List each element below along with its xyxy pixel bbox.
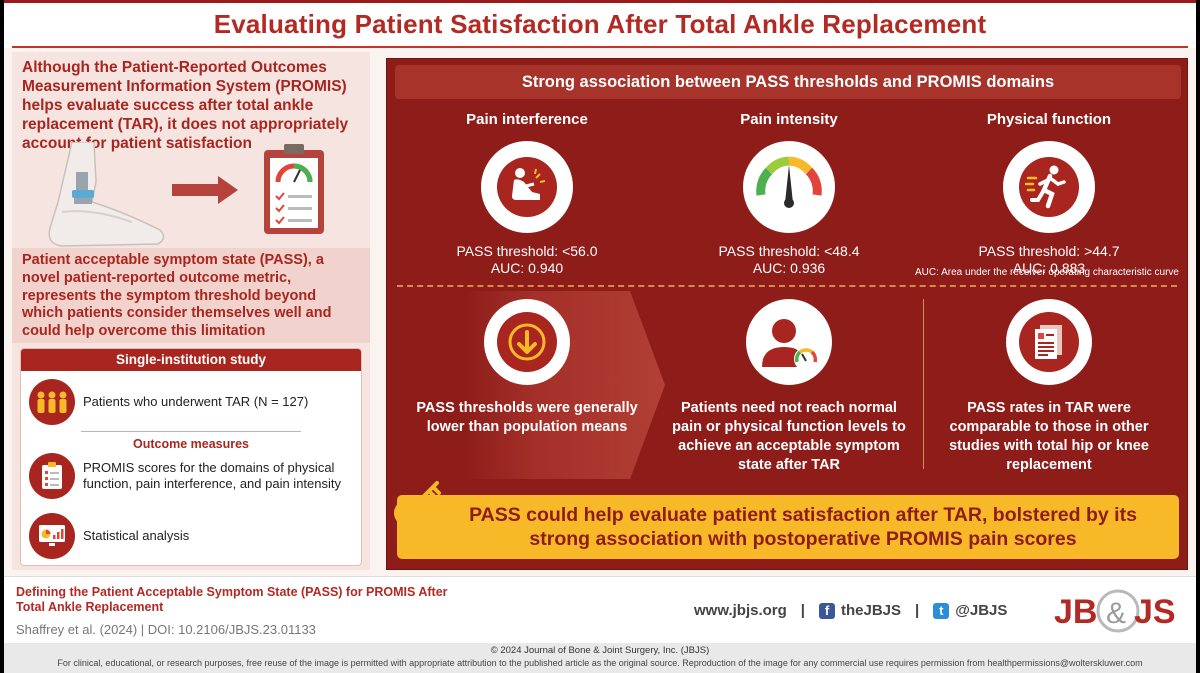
auc-footnote: AUC: Area under the receiver operating c…	[914, 267, 1179, 278]
intro-text: Although the Patient-Reported Outcomes M…	[22, 59, 349, 152]
finding-icon-circle	[484, 299, 570, 385]
pass-definition-box: Patient acceptable symptom state (PASS),…	[12, 248, 370, 343]
domain-title: Physical function	[986, 111, 1112, 128]
person-in-pain-icon	[497, 157, 557, 217]
finding-icon-circle	[1006, 299, 1092, 385]
finding-lower-thresholds: PASS thresholds were generally lower tha…	[407, 299, 647, 437]
domain-title: Pain intensity	[740, 111, 838, 128]
down-arrow-icon	[497, 312, 557, 372]
analysis-label: Statistical analysis	[83, 528, 190, 543]
study-header: Single-institution study	[21, 349, 361, 371]
facebook-link[interactable]: theJBJS	[841, 602, 902, 619]
results-panel: Strong association between PASS threshol…	[386, 58, 1188, 570]
ankle-implant-icon	[48, 142, 165, 247]
clipboard-gauge-icon	[264, 144, 324, 234]
website-link[interactable]: www.jbjs.org	[694, 602, 787, 619]
finding-text: PASS rates in TAR were comparable to tho…	[949, 400, 1149, 473]
conclusion-banner: PASS could help evaluate patient satisfa…	[397, 495, 1179, 559]
domain-icon-circle	[1003, 141, 1095, 233]
domain-threshold: PASS threshold: <56.0	[456, 243, 598, 259]
domain-icon-circle	[743, 141, 835, 233]
pass-definition-text: Patient acceptable symptom state (PASS),…	[22, 252, 332, 340]
domain-auc: AUC: 0.936	[752, 260, 826, 276]
facebook-icon: f	[819, 602, 835, 619]
left-column: Although the Patient-Reported Outcomes M…	[12, 52, 370, 570]
finding-text: PASS thresholds were generally lower tha…	[416, 400, 638, 435]
article-title[interactable]: Defining the Patient Acceptable Symptom …	[16, 585, 448, 614]
copyright-bar: © 2024 Journal of Bone & Joint Surgery, …	[4, 643, 1196, 673]
domain-threshold: PASS threshold: <48.4	[718, 243, 860, 259]
infographic: Evaluating Patient Satisfaction After To…	[4, 0, 1196, 673]
right-arrow-icon	[172, 176, 238, 204]
copyright-text: © 2024 Journal of Bone & Joint Surgery, …	[490, 645, 710, 656]
outcome-measures-header: Outcome measures	[21, 431, 361, 451]
patients-group-icon	[29, 379, 75, 425]
finding-text: Patients need not reach normal pain or p…	[672, 400, 906, 473]
person-gauge-icon	[762, 319, 818, 371]
domain-threshold: PASS threshold: >44.7	[978, 243, 1120, 259]
finding-comparable-rates: PASS rates in TAR were comparable to tho…	[929, 299, 1169, 475]
domain-title: Pain interference	[466, 111, 588, 128]
twitter-link[interactable]: @JBJS	[955, 602, 1008, 619]
domain-pain-interference: Pain interference PASS threshold: <56.0 …	[407, 111, 647, 277]
finding-acceptable-state: Patients need not reach normal pain or p…	[669, 299, 909, 475]
domain-auc: AUC: 0.883	[1012, 260, 1086, 276]
computer-chart-icon	[29, 513, 75, 559]
svg-text:&: &	[1106, 597, 1126, 630]
domain-auc: AUC: 0.940	[490, 260, 564, 276]
association-header: Strong association between PASS threshol…	[395, 65, 1181, 99]
clipboard-icon	[29, 453, 75, 499]
footer-links: www.jbjs.org | f theJBJS | t @JBJS	[694, 602, 1007, 619]
page-title: Evaluating Patient Satisfaction After To…	[213, 9, 987, 39]
pain-gauge-icon	[756, 156, 822, 208]
study-box: Single-institution study Patients who un…	[20, 348, 362, 566]
analysis-row: Statistical analysis	[29, 513, 189, 559]
documents-icon	[1019, 312, 1079, 372]
running-person-icon	[1019, 157, 1079, 217]
finding-icon-circle	[746, 299, 832, 385]
domain-physical-function: Physical function PASS threshold: >44.7 …	[929, 111, 1169, 277]
svg-text:JS: JS	[1134, 593, 1176, 631]
vertical-divider	[923, 299, 924, 469]
domain-pain-intensity: Pain intensity PASS threshold: <48.4 AUC…	[669, 111, 909, 277]
twitter-icon: t	[933, 602, 950, 619]
ankle-to-clipboard-illustration	[48, 142, 324, 247]
jbjs-logo: JB & JS	[1054, 589, 1176, 633]
dashed-divider	[397, 285, 1177, 287]
link-separator: |	[800, 602, 805, 619]
domain-icon-circle	[481, 141, 573, 233]
patients-label: Patients who underwent TAR (N = 127)	[83, 394, 309, 409]
article-reference: Shaffrey et al. (2024) | DOI: 10.2106/JB…	[16, 622, 316, 637]
footer: Defining the Patient Acceptable Symptom …	[4, 576, 1196, 643]
outcome-label: PROMIS scores for the domains of physica…	[83, 460, 342, 491]
outcome-row: PROMIS scores for the domains of physica…	[29, 453, 355, 499]
patients-row: Patients who underwent TAR (N = 127)	[29, 379, 308, 425]
header-rule	[12, 46, 1188, 48]
header: Evaluating Patient Satisfaction After To…	[4, 0, 1196, 48]
link-separator: |	[915, 602, 920, 619]
svg-text:JB: JB	[1054, 593, 1097, 631]
permission-text: For clinical, educational, or research p…	[57, 658, 1143, 668]
